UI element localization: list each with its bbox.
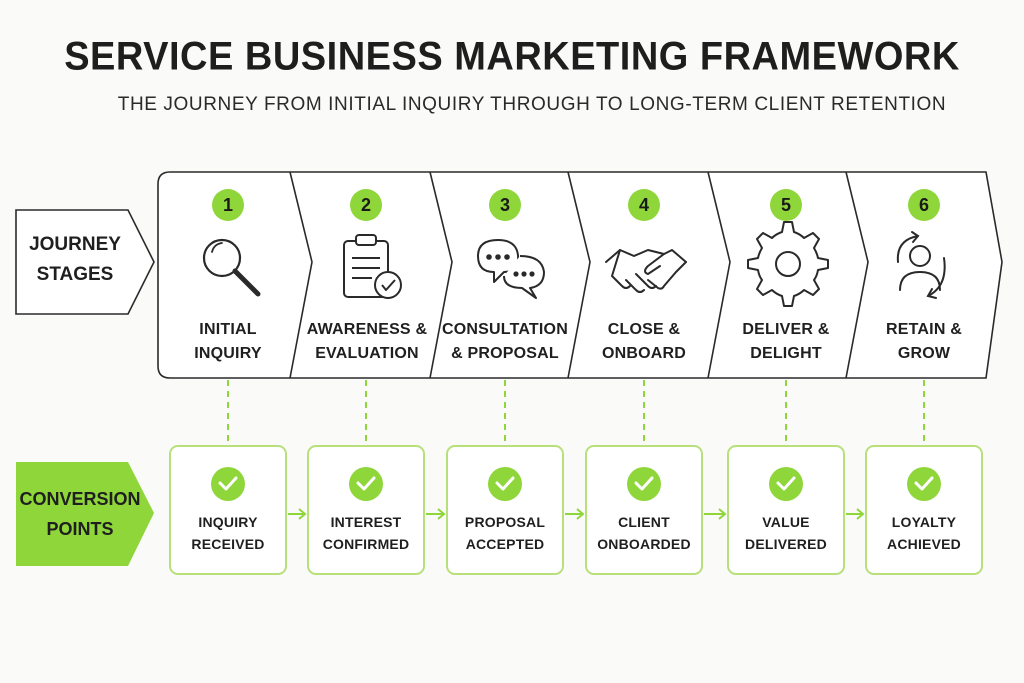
journey-stages-label: JOURNEY STAGES: [29, 234, 121, 285]
page-title: SERVICE BUSINESS MARKETING FRAMEWORK: [64, 34, 960, 80]
check-badge-2: [349, 467, 383, 501]
chevron-divider-3: [567, 171, 591, 379]
gear-icon: [747, 221, 829, 307]
page-subtitle: THE JOURNEY FROM INITIAL INQUIRY THROUGH…: [117, 94, 947, 115]
stage-number-2: 2: [350, 189, 382, 221]
person-cycle-icon: [896, 231, 946, 299]
conversion-box-5: [727, 445, 845, 575]
clipboard-check-icon: [343, 234, 402, 299]
conversion-points-pointer: [16, 462, 154, 566]
check-badge-5: [769, 467, 803, 501]
conversion-box-1: [169, 445, 287, 575]
chevron-divider-2: [429, 171, 453, 379]
check-badge-4: [627, 467, 661, 501]
conversion-points-label: CONVERSION POINTS: [19, 489, 141, 539]
check-icon: [495, 476, 515, 491]
chat-bubbles-icon: [477, 239, 545, 299]
stage-label-4: CLOSE &ONBOARD: [601, 321, 687, 362]
stage-label-3: CONSULTATION& PROPOSAL: [442, 321, 568, 362]
stage-number-3: 3: [489, 189, 521, 221]
check-icon: [914, 476, 934, 491]
stage-number-6: 6: [908, 189, 940, 221]
handshake-icon: [605, 249, 687, 293]
stage-label-2: AWARENESS &EVALUATION: [306, 321, 428, 362]
check-icon: [776, 476, 796, 491]
stage-label-6: RETAIN &GROW: [886, 321, 962, 362]
check-icon: [356, 476, 376, 491]
conversion-box-6: [865, 445, 983, 575]
check-badge-1: [211, 467, 245, 501]
chevron-divider-4: [707, 171, 731, 379]
conversion-box-4: [585, 445, 703, 575]
check-badge-6: [907, 467, 941, 501]
stage-number-4: 4: [628, 189, 660, 221]
stage-number-5: 5: [770, 189, 802, 221]
chevron-divider-5: [845, 171, 869, 379]
conversion-box-2: [307, 445, 425, 575]
stages-band: [157, 171, 1003, 379]
chevron-divider-1: [289, 171, 313, 379]
conversion-box-3: [446, 445, 564, 575]
stage-number-1: 1: [212, 189, 244, 221]
stage-label-5: DELIVER &DELIGHT: [742, 321, 830, 362]
journey-stages-pointer: [15, 209, 155, 315]
check-icon: [634, 476, 654, 491]
check-icon: [218, 476, 238, 491]
check-badge-3: [488, 467, 522, 501]
magnifier-icon: [202, 238, 261, 297]
